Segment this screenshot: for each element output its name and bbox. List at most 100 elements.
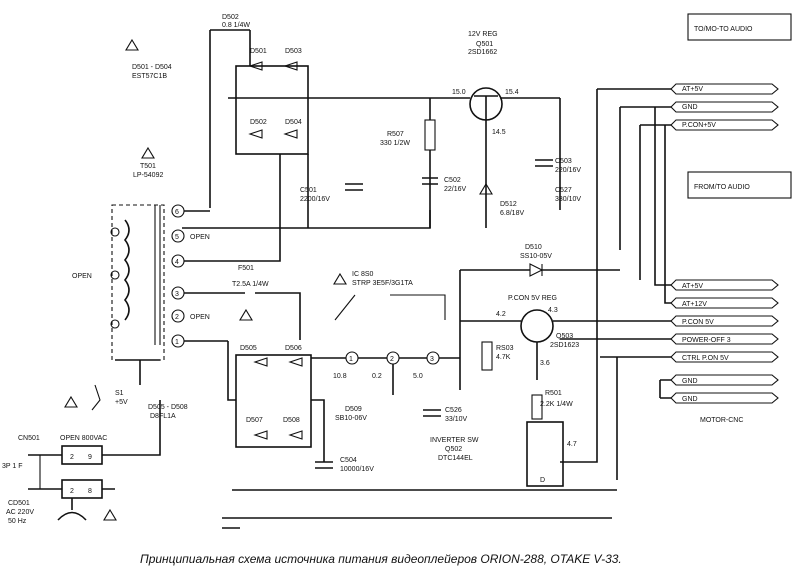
label: DTC144EL bbox=[438, 455, 473, 462]
label: D509 bbox=[345, 406, 362, 413]
label: C502 bbox=[444, 177, 461, 184]
label: OPEN 800VAC bbox=[60, 435, 107, 442]
label: 6.8/18V bbox=[500, 210, 524, 217]
pin bbox=[110, 319, 120, 329]
label: C504 bbox=[340, 457, 357, 464]
r502-resistor bbox=[481, 341, 493, 371]
label: 4.7 bbox=[567, 441, 577, 448]
label: 33/10V bbox=[445, 416, 468, 423]
wire bbox=[654, 107, 671, 286]
label: INVERTER SW bbox=[430, 437, 479, 444]
pin-2 bbox=[171, 309, 185, 323]
label: D507 bbox=[246, 417, 263, 424]
wire bbox=[184, 154, 281, 342]
label: D503 bbox=[285, 48, 302, 55]
label: C527 bbox=[555, 187, 572, 194]
pin bbox=[110, 270, 120, 280]
connector-label: GND bbox=[682, 104, 698, 111]
label: D502 bbox=[222, 14, 239, 21]
ground-wire bbox=[115, 359, 160, 385]
label: Q503 bbox=[556, 333, 573, 340]
label: 220/16V bbox=[555, 167, 581, 174]
wire bbox=[619, 106, 671, 250]
pin-label: 2 bbox=[70, 454, 74, 461]
primary-winding bbox=[123, 219, 130, 321]
label: +5V bbox=[115, 399, 128, 406]
label: 10.8 bbox=[333, 373, 347, 380]
label: 0.8 1/4W bbox=[222, 22, 250, 29]
label: 330 1/2W bbox=[380, 140, 410, 147]
label: 22/16V bbox=[444, 186, 467, 193]
label: OPEN bbox=[190, 314, 210, 321]
diode-icon bbox=[283, 129, 298, 139]
wire bbox=[230, 292, 301, 340]
label: AC 220V bbox=[6, 509, 34, 516]
cn501-block-top bbox=[61, 445, 103, 465]
connector-label: CTRL P.ON 5V bbox=[682, 355, 729, 362]
wire bbox=[227, 341, 236, 401]
upper-bridge-box bbox=[235, 65, 309, 155]
connector-label: GND bbox=[682, 396, 698, 403]
label: C501 bbox=[300, 187, 317, 194]
d510-diode-icon bbox=[529, 263, 544, 277]
label: OPEN bbox=[190, 234, 210, 241]
connector-label: AT+12V bbox=[682, 301, 707, 308]
lower-bridge-box bbox=[235, 354, 312, 448]
pin-label: 3 bbox=[175, 291, 179, 298]
connector-label: AT+5V bbox=[682, 283, 703, 290]
label: 50 Hz bbox=[8, 518, 27, 525]
diode-icon bbox=[248, 129, 263, 139]
wire bbox=[664, 125, 671, 304]
warning-triangle-icon bbox=[125, 38, 139, 51]
wire bbox=[459, 270, 560, 390]
to-audio-label-1: TO/MO-TO AUDIO bbox=[694, 26, 753, 33]
pin-label: 2 bbox=[390, 356, 394, 363]
connector-label: POWER-OFF 3 bbox=[682, 337, 731, 344]
pin-5 bbox=[171, 229, 185, 243]
top-connector-group: AT+5V GND P.CON+5V bbox=[670, 83, 779, 131]
inverter-switch-box bbox=[526, 421, 564, 487]
label: D512 bbox=[500, 201, 517, 208]
label: 2.2K 1/4W bbox=[540, 401, 573, 408]
label: OPEN bbox=[72, 273, 92, 280]
label: 4.7K bbox=[496, 354, 511, 361]
label: 15.0 bbox=[452, 89, 466, 96]
label: 15.4 bbox=[505, 89, 519, 96]
d512-zener-icon bbox=[479, 182, 493, 195]
warning-triangle-icon bbox=[141, 146, 155, 159]
wire bbox=[659, 379, 671, 399]
label: 3.6 bbox=[540, 360, 550, 367]
label: LP-54092 bbox=[133, 172, 163, 179]
connector-caption: MOTOR-CNC bbox=[700, 417, 743, 424]
connector-label: AT+5V bbox=[682, 86, 703, 93]
schematic-caption: Принципиальная схема источника питания в… bbox=[140, 552, 622, 566]
wire bbox=[311, 399, 325, 462]
label: C503 bbox=[555, 158, 572, 165]
label: Q502 bbox=[445, 446, 462, 453]
label: S1 bbox=[115, 390, 124, 397]
connector-label: P.CON+5V bbox=[682, 122, 716, 129]
to-audio-label-2: FROM/TO AUDIO bbox=[694, 184, 750, 191]
warning-triangle-icon bbox=[333, 272, 347, 285]
label: 5.0 bbox=[413, 373, 423, 380]
to-audio-box bbox=[687, 13, 792, 41]
wire bbox=[209, 29, 251, 208]
label: SS10-05V bbox=[520, 253, 552, 260]
label: CD501 bbox=[8, 500, 30, 507]
label: D505 bbox=[240, 345, 257, 352]
label: 0.2 bbox=[372, 373, 382, 380]
label: STRP 3E5F/3G1TA bbox=[352, 280, 413, 287]
diode-icon bbox=[253, 357, 268, 367]
c503-capacitor bbox=[535, 159, 553, 167]
q503-transistor bbox=[520, 309, 554, 343]
label: T2.5A 1/4W bbox=[232, 281, 269, 288]
label: 4.2 bbox=[496, 311, 506, 318]
label: D bbox=[540, 477, 545, 484]
warning-triangle-icon bbox=[64, 395, 78, 408]
pin-label: 1 bbox=[349, 356, 353, 363]
label: 2SD1623 bbox=[550, 342, 579, 349]
label: 12V REG bbox=[468, 31, 498, 38]
label: 330/10V bbox=[555, 196, 581, 203]
diode-icon bbox=[248, 61, 263, 71]
